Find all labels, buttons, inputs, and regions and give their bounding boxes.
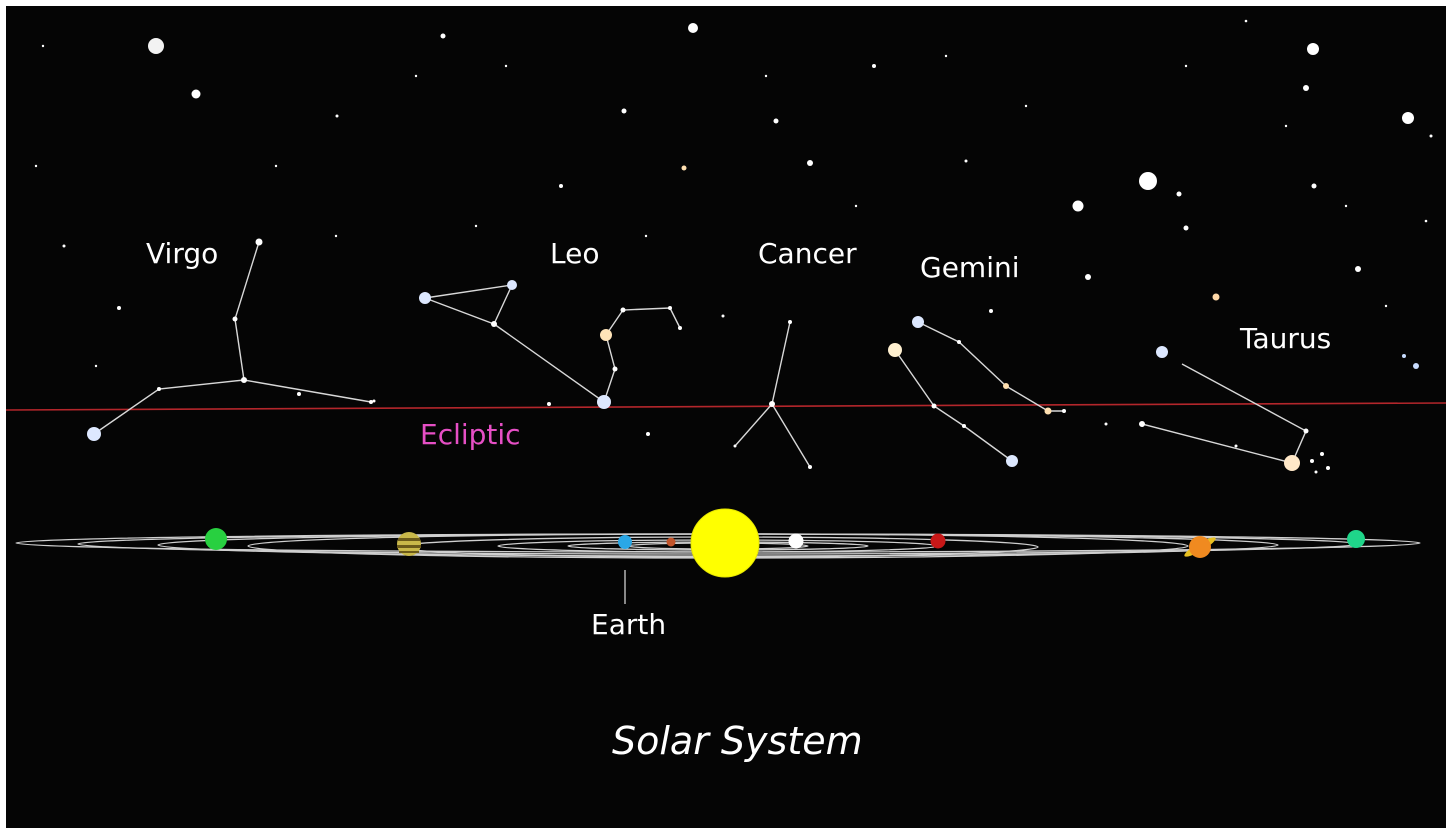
- constellation-label-gemini: Gemini: [920, 251, 1020, 284]
- uranus-icon: [205, 528, 227, 550]
- constellation-label-cancer: Cancer: [758, 237, 857, 270]
- venus-icon: [788, 533, 804, 549]
- constellation-label-virgo: Virgo: [146, 237, 219, 270]
- earth-label: Earth: [591, 608, 667, 641]
- constellation-label-leo: Leo: [550, 237, 600, 270]
- mars-icon: [930, 533, 946, 549]
- neptune-icon: [1347, 530, 1365, 548]
- background-stars: [34, 19, 1433, 448]
- saturn-icon: [1184, 536, 1216, 558]
- jupiter-icon: [397, 532, 421, 556]
- diagram-canvas: Virgo Leo Cancer Gemini Taurus Ecliptic …: [6, 6, 1446, 828]
- ecliptic-line: [6, 402, 1446, 411]
- earth-icon: [618, 535, 632, 549]
- diagram-caption: Solar System: [612, 719, 863, 763]
- sun-icon: [690, 508, 760, 578]
- constellation-label-taurus: Taurus: [1240, 322, 1332, 355]
- constellation-stars: [87, 238, 1330, 488]
- sky-scene: [6, 19, 1446, 828]
- mercury-icon: [666, 537, 676, 547]
- ecliptic-label: Ecliptic: [420, 418, 521, 451]
- constellation-lines: [93, 241, 1307, 468]
